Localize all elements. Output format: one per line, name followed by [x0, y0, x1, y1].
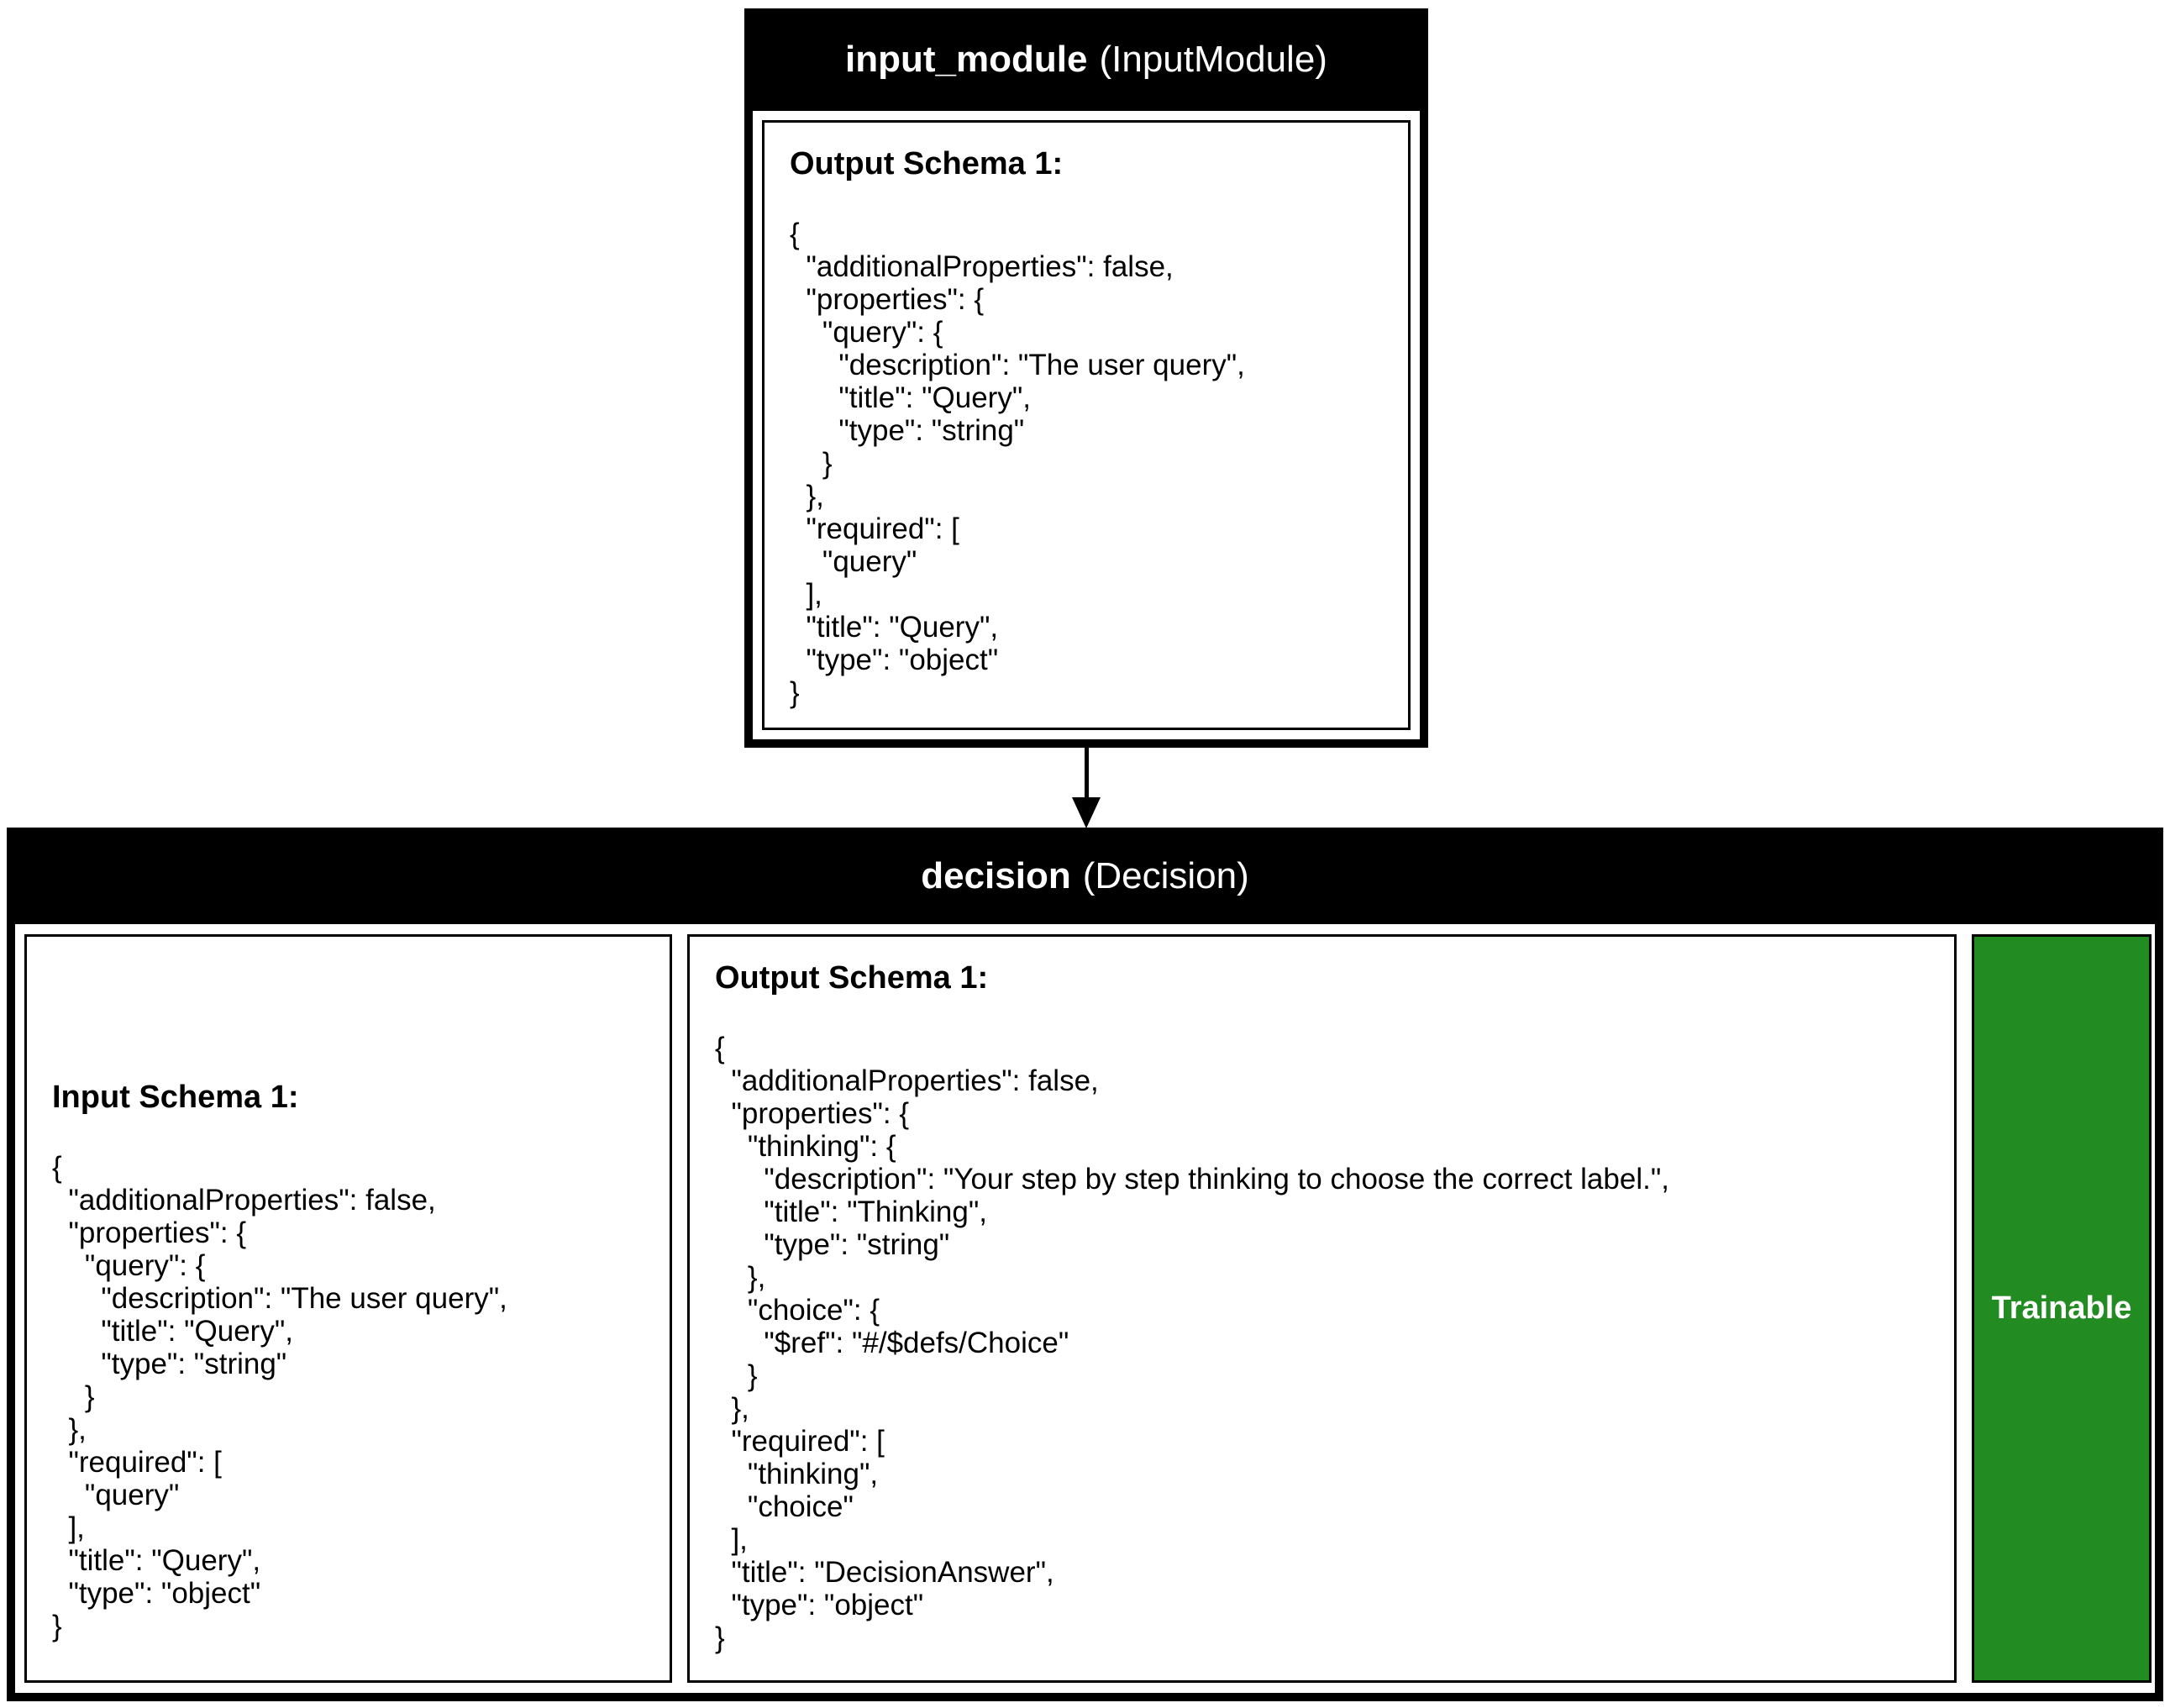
node-input-module: input_module (InputModule) Output Schema… [744, 8, 1428, 748]
input-module-title-type: (InputModule) [1099, 39, 1327, 80]
edge-arrowhead-icon [1072, 797, 1101, 828]
edge-input-to-decision-line [1085, 746, 1089, 800]
input-module-title-name: input_module [845, 39, 1088, 80]
decision-input-schema-cell: Input Schema 1: { "additionalProperties"… [24, 934, 672, 1683]
decision-title-type: (Decision) [1082, 854, 1249, 896]
decision-output-schema-heading: Output Schema 1: [715, 960, 989, 996]
decision-title-name: decision [921, 854, 1071, 896]
decision-title: decision (Decision) [15, 828, 2155, 924]
decision-output-schema-cell: Output Schema 1: { "additionalProperties… [687, 934, 1957, 1683]
node-decision: decision (Decision) Input Schema 1: { "a… [7, 828, 2163, 1701]
input-module-title: input_module (InputModule) [753, 8, 1420, 111]
trainable-badge: Trainable [1972, 934, 2152, 1683]
input-module-body: Output Schema 1: { "additionalProperties… [753, 111, 1420, 739]
decision-body: Input Schema 1: { "additionalProperties"… [15, 924, 2155, 1693]
decision-input-schema-heading: Input Schema 1: [52, 1080, 299, 1115]
input-module-output-schema-heading: Output Schema 1: [790, 146, 1064, 181]
decision-input-schema-body: { "additionalProperties": false, "proper… [52, 1151, 507, 1642]
input-module-output-schema-cell: Output Schema 1: { "additionalProperties… [762, 120, 1411, 730]
input-module-output-schema-body: { "additionalProperties": false, "proper… [790, 218, 1245, 709]
decision-output-schema-body: { "additionalProperties": false, "proper… [715, 1032, 1669, 1654]
